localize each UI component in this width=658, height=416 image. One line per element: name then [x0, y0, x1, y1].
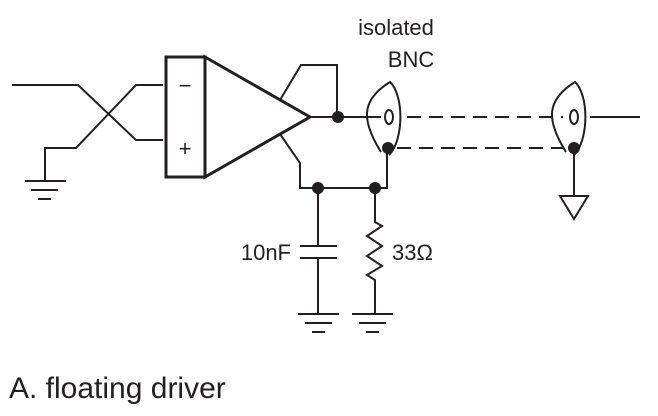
junction-dot-capacitor: [312, 182, 324, 194]
noninverting-input-sign: +: [179, 136, 192, 161]
amplifier-triangle: [203, 54, 314, 180]
junction-dot-resistor: [369, 182, 381, 194]
ground-symbol-resistor: [352, 313, 393, 333]
input-wire-minus-to-ground: [44, 84, 163, 180]
inverting-input-sign: −: [179, 73, 192, 98]
junction-dot-output: [332, 111, 344, 123]
junction-dot-bnc-left-shield: [382, 142, 394, 154]
resistor-value-label: 33Ω: [392, 240, 433, 265]
sense-lead-top: [279, 64, 338, 117]
ground-lead-bottom: [279, 133, 388, 189]
connector-label-bnc: BNC: [388, 47, 435, 72]
ground-symbol-input: [25, 180, 66, 200]
bnc-connector-left: [366, 80, 402, 156]
junction-dot-bnc-right-shield: [568, 142, 580, 154]
chassis-ground-symbol: [558, 195, 590, 221]
input-wires: [12, 84, 163, 180]
ground-symbol-capacitor: [298, 313, 339, 333]
figure-caption: A. floating driver: [9, 372, 226, 405]
resistor: [365, 188, 384, 313]
capacitor: [300, 188, 337, 313]
input-wire-top-to-plus: [12, 84, 163, 141]
connector-label-isolated: isolated: [358, 15, 434, 40]
bnc-connector-right: [551, 80, 587, 156]
capacitor-value-label: 10nF: [241, 240, 291, 265]
